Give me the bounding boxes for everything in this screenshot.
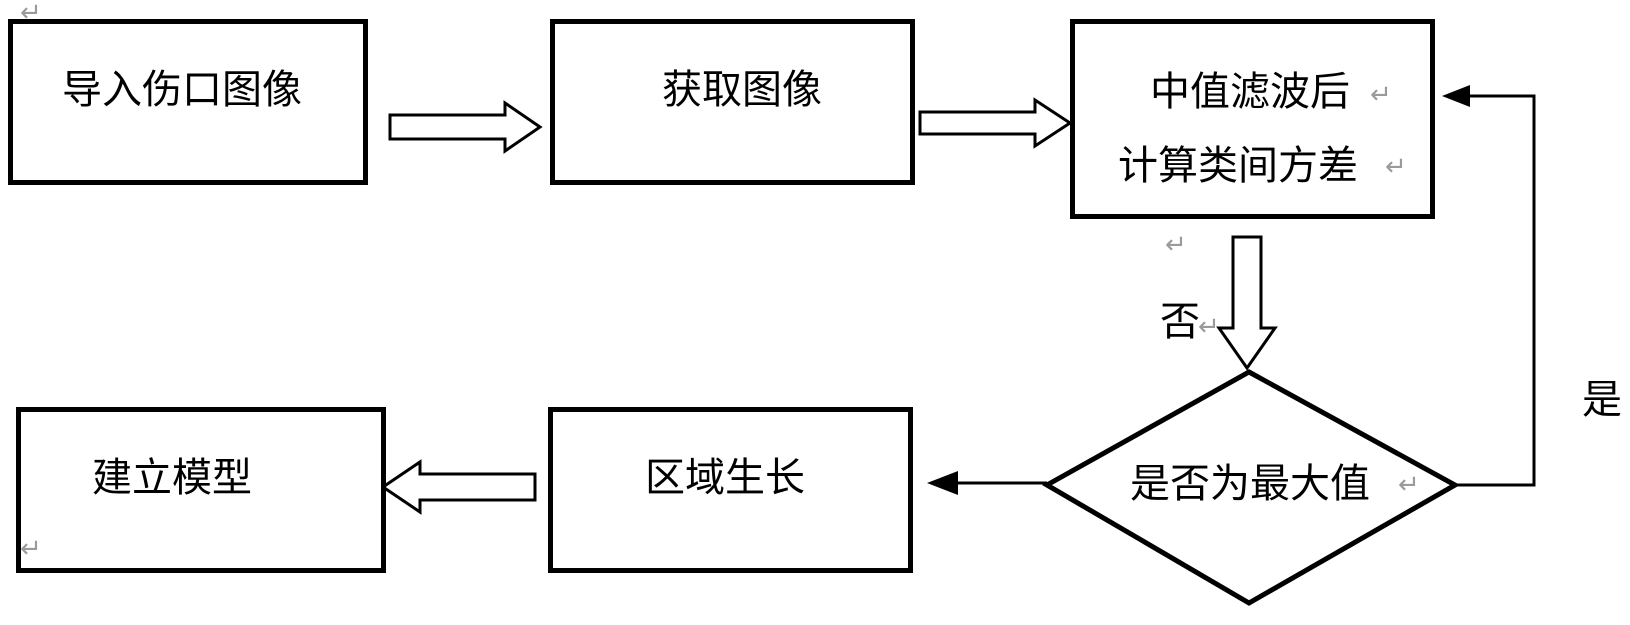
process-label-model: 建立模型: [92, 455, 252, 501]
process-box-acquire: [550, 19, 915, 185]
decision-label: 是否为最大值: [1130, 461, 1370, 507]
decision-to-region-arrowhead: [927, 471, 958, 495]
process-box-model: [16, 407, 386, 573]
yes-loop-line: [1452, 94, 1536, 487]
paragraph-mark-icon: ↵: [20, 0, 42, 28]
hollow-arrow-region-to-model: [380, 459, 537, 515]
paragraph-mark-icon: ↵: [1398, 470, 1420, 500]
process-label-import: 导入伤口图像: [62, 67, 302, 113]
process-box-median: [1070, 19, 1435, 219]
edge-label-no: 否: [1160, 299, 1200, 345]
process-label-median-line1: 中值滤波后: [1150, 69, 1350, 115]
paragraph-mark-icon: ↵: [20, 534, 42, 564]
process-box-region: [548, 407, 913, 573]
paragraph-mark-icon: ↵: [1198, 312, 1220, 342]
edge-label-yes: 是: [1582, 377, 1622, 423]
paragraph-mark-icon: ↵: [1370, 80, 1392, 110]
hollow-arrow-acquire-to-median: [918, 97, 1073, 149]
process-label-median-line2: 计算类间方差: [1118, 143, 1358, 189]
process-label-acquire: 获取图像: [662, 67, 822, 113]
paragraph-mark-icon: ↵: [1385, 152, 1407, 182]
hollow-arrow-import-to-acquire: [388, 100, 543, 154]
process-label-region: 区域生长: [645, 455, 805, 501]
process-box-import: [8, 19, 368, 185]
paragraph-mark-icon: ↵: [1165, 230, 1187, 260]
hollow-arrow-median-to-decision: [1216, 235, 1278, 371]
decision-diamond: [1041, 369, 1461, 606]
yes-loop-arrowhead: [1442, 85, 1470, 107]
